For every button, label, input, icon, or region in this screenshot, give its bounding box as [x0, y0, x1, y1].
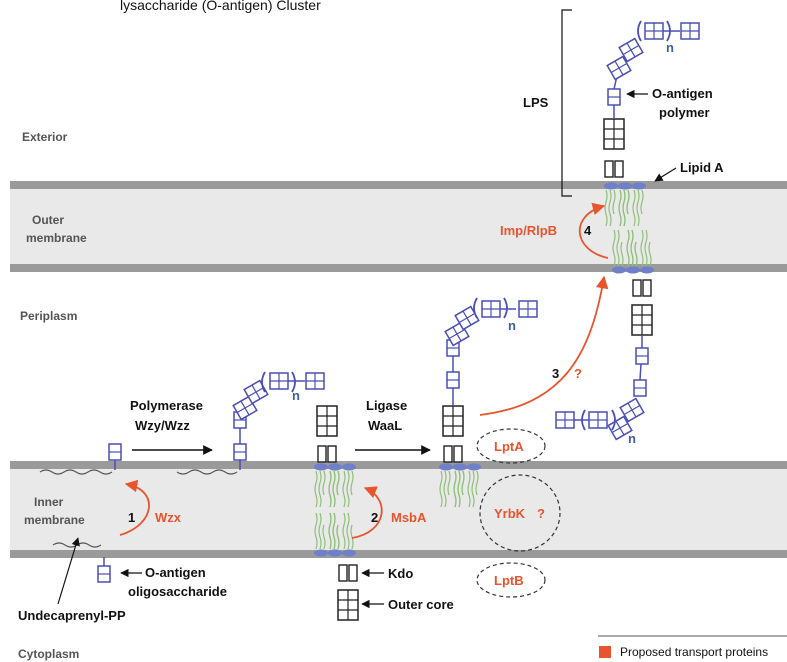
header-text: lysaccharide (O-antigen) Cluster [120, 0, 321, 13]
label-n-polymer-4: n [666, 40, 674, 55]
protein-lptb: LptB [494, 573, 524, 588]
legend-swatch [599, 646, 611, 658]
region-periplasm: Periplasm [20, 309, 77, 323]
region-inner-membrane-1: Inner [34, 495, 64, 509]
step-3-question: ? [574, 366, 582, 381]
label-outer-core: Outer core [388, 597, 454, 612]
region-outer-membrane-2: membrane [26, 231, 87, 245]
label-o-antigen-polymer-2: polymer [659, 105, 710, 120]
region-inner-membrane-2: membrane [24, 513, 85, 527]
label-kdo: Kdo [388, 566, 413, 581]
region-exterior: Exterior [22, 130, 68, 144]
yrbk-question: ? [537, 506, 545, 521]
step-2: 2 [371, 510, 378, 525]
protein-wzx: Wzx [155, 510, 182, 525]
label-ligase-1: Ligase [366, 398, 407, 413]
step-3: 3 [552, 366, 559, 381]
protein-lpta: LptA [494, 439, 524, 454]
protein-msba: MsbA [391, 510, 427, 525]
region-cytoplasm: Cytoplasm [18, 647, 79, 661]
label-n-polymer-3: n [628, 431, 636, 446]
label-o-antigen-polymer-1: O-antigen [652, 86, 713, 101]
legend-label: Proposed transport proteins [620, 645, 768, 659]
label-polymerase-2: Wzy/Wzz [135, 418, 190, 433]
label-n-polymer-1: n [292, 388, 300, 403]
label-undecaprenyl: Undecaprenyl-PP [18, 608, 126, 623]
label-lipid-a: Lipid A [680, 160, 724, 175]
label-o-antigen-oligo-1: O-antigen [145, 565, 206, 580]
protein-yrbk: YrbK [494, 506, 526, 521]
step-4: 4 [584, 223, 592, 238]
label-polymerase-1: Polymerase [130, 398, 203, 413]
region-outer-membrane-1: Outer [32, 213, 64, 227]
lps-bracket [562, 10, 572, 196]
protein-imp-rlpb: Imp/RlpB [500, 223, 557, 238]
polymerized-o-antigen-undecaprenyl [177, 372, 324, 474]
label-n-polymer-2: n [508, 318, 516, 333]
label-lps: LPS [523, 95, 549, 110]
step-1: 1 [128, 510, 135, 525]
label-o-antigen-oligo-2: oligosaccharide [128, 584, 227, 599]
outer-membrane [10, 181, 787, 272]
step-3-arrow [480, 277, 604, 415]
label-ligase-2: WaaL [368, 418, 402, 433]
